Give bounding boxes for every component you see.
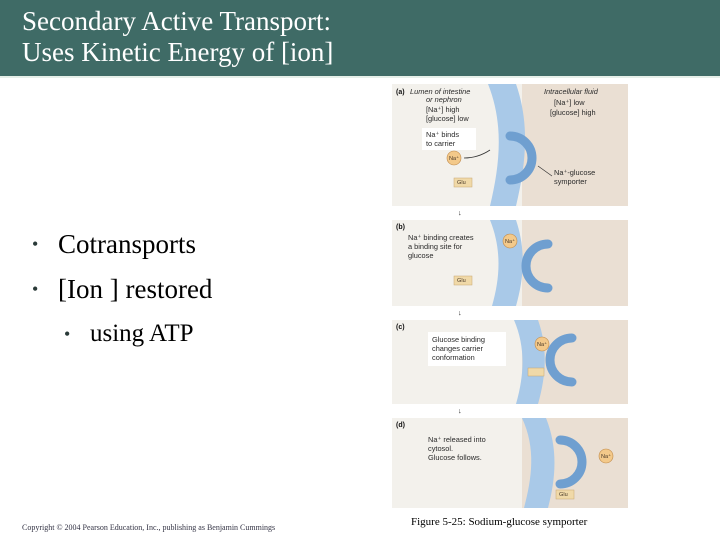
title-line-1: Secondary Active Transport: bbox=[22, 6, 331, 36]
step-arrow-icon: ↓ bbox=[458, 208, 462, 217]
step-arrow-icon: ↓ bbox=[458, 308, 462, 317]
copyright-notice: Copyright © 2004 Pearson Education, Inc.… bbox=[22, 523, 276, 532]
glucose-label: Glu bbox=[559, 492, 568, 498]
panel-label: (d) bbox=[396, 422, 405, 429]
sodium-ion bbox=[534, 336, 550, 352]
bullet-item: • [Ion ] restored bbox=[30, 273, 370, 305]
bullet-text: [Ion ] restored bbox=[58, 274, 213, 304]
bullet-text: Cotransports bbox=[58, 229, 196, 259]
binding-arrow bbox=[463, 149, 491, 159]
step-text: changes carrier bbox=[432, 344, 483, 353]
leader-line bbox=[537, 165, 553, 177]
callout-box bbox=[422, 128, 476, 150]
symporter-diagram: (a) Lumen of intestine or nephron [Na⁺] … bbox=[392, 84, 628, 508]
carrier-protein bbox=[505, 131, 537, 185]
slide-title: Secondary Active Transport: Uses Kinetic… bbox=[22, 6, 402, 68]
lumen-label: Lumen of intestine bbox=[410, 87, 470, 96]
icf-na: [Na⁺] low bbox=[554, 98, 585, 107]
callout-text: Na⁺ binds bbox=[426, 130, 459, 139]
title-bar: Secondary Active Transport: Uses Kinetic… bbox=[0, 0, 720, 78]
step-text: Glucose binding bbox=[432, 335, 485, 344]
carrier-protein bbox=[555, 435, 587, 489]
carrier-protein bbox=[521, 239, 553, 293]
step-text: Na⁺ binding creates bbox=[408, 233, 474, 242]
step-text: cytosol. bbox=[428, 444, 453, 453]
carrier-protein bbox=[545, 333, 577, 387]
glucose-molecule bbox=[453, 275, 473, 286]
membrane-band bbox=[522, 418, 555, 508]
symporter-label: Na⁺-glucose bbox=[554, 168, 595, 177]
glucose-molecule bbox=[453, 177, 473, 188]
step-text: Na⁺ released into bbox=[428, 435, 486, 444]
sodium-label: Na⁺ bbox=[537, 341, 547, 348]
sodium-ion bbox=[446, 150, 462, 166]
glucose-label: Glu bbox=[457, 278, 466, 284]
glucose-molecule bbox=[555, 489, 575, 500]
sodium-ion bbox=[502, 233, 518, 249]
bullet-text: using ATP bbox=[90, 320, 194, 347]
bullet-item: • Cotransports bbox=[30, 228, 370, 260]
lumen-label: or nephron bbox=[426, 95, 462, 104]
sodium-ion bbox=[598, 448, 614, 464]
symporter-figure: (a) Lumen of intestine or nephron [Na⁺] … bbox=[392, 84, 628, 508]
step-text: conformation bbox=[432, 353, 475, 362]
panel-label: (a) bbox=[396, 89, 405, 96]
bullet-dot-icon: • bbox=[32, 234, 39, 254]
glucose-label: Glu bbox=[457, 180, 466, 186]
sodium-label: Na⁺ bbox=[601, 453, 611, 460]
bullet-list: • Cotransports • [Ion ] restored • using… bbox=[30, 228, 370, 363]
step-arrow-icon: ↓ bbox=[458, 406, 462, 415]
lumen-na: [Na⁺] high bbox=[426, 105, 459, 114]
lumen-glucose: [glucose] low bbox=[426, 114, 469, 123]
glucose-molecule bbox=[527, 367, 545, 377]
icf-label: Intracellular fluid bbox=[544, 87, 599, 96]
panel-label: (c) bbox=[396, 324, 405, 331]
step-text: glucose bbox=[408, 251, 433, 260]
panel-b: (b) Na⁺ binding creates a binding site f… bbox=[392, 220, 628, 306]
callout-text: to carrier bbox=[426, 139, 456, 148]
sub-bullet-item: • using ATP bbox=[62, 318, 370, 350]
step-text: Glucose follows. bbox=[428, 453, 482, 462]
symporter-label: symporter bbox=[554, 177, 587, 186]
cell-region bbox=[522, 220, 628, 306]
cell-region bbox=[522, 84, 628, 206]
callout-box bbox=[428, 332, 506, 366]
panel-label: (b) bbox=[396, 224, 405, 231]
sodium-label: Na⁺ bbox=[449, 155, 459, 162]
panel-d: (d) Na⁺ released into cytosol. Glucose f… bbox=[392, 418, 628, 508]
bullet-dot-icon: • bbox=[64, 324, 71, 344]
figure-caption: Figure 5-25: Sodium-glucose symporter bbox=[411, 516, 588, 528]
bullet-dot-icon: • bbox=[32, 279, 39, 299]
title-line-2: Uses Kinetic Energy of [ion] bbox=[22, 37, 334, 67]
panel-a: (a) Lumen of intestine or nephron [Na⁺] … bbox=[392, 84, 628, 206]
panel-c: (c) Glucose binding changes carrier conf… bbox=[392, 320, 628, 404]
sodium-label: Na⁺ bbox=[505, 238, 515, 245]
icf-glucose: [glucose] high bbox=[550, 108, 596, 117]
step-text: a binding site for bbox=[408, 242, 463, 251]
